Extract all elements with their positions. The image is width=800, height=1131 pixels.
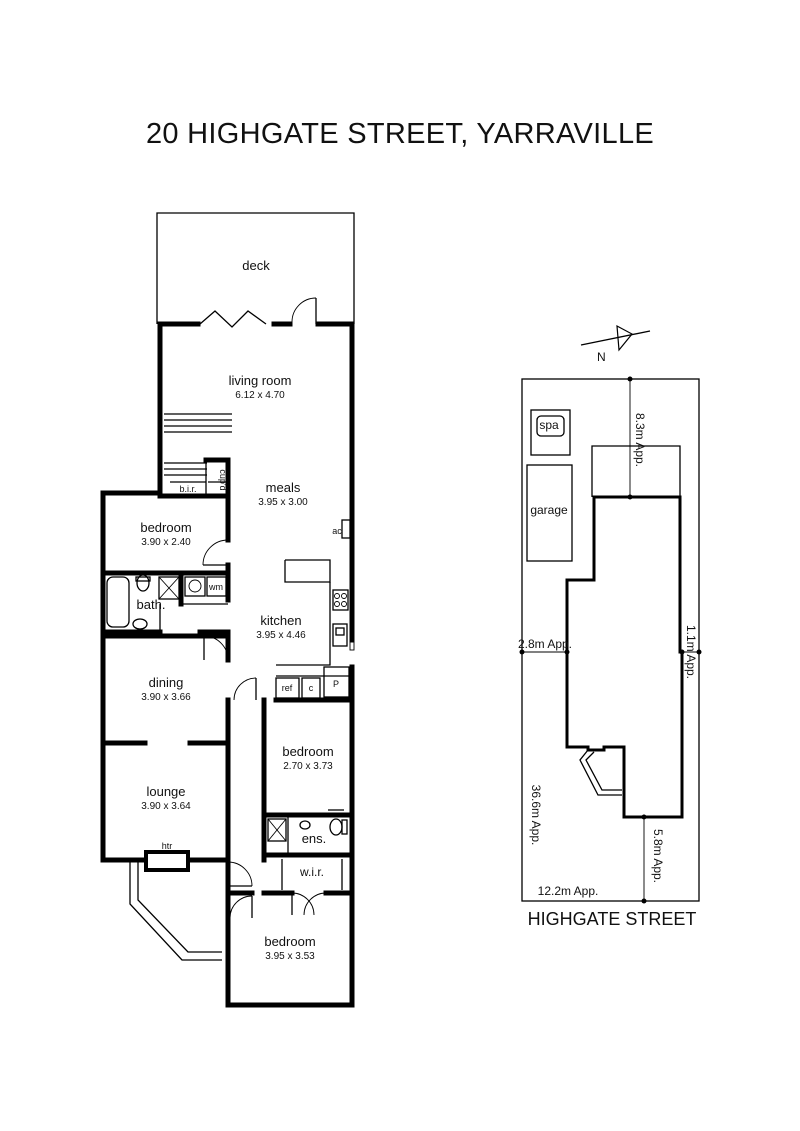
pantry-label: P — [333, 679, 339, 689]
right-setback-dim: 1.1m App. — [684, 625, 698, 679]
meals-label: meals — [266, 480, 301, 495]
deck-label: deck — [242, 258, 270, 273]
bath-label: bath. — [137, 597, 166, 612]
wm-label: wm — [208, 582, 223, 592]
site-dimension-lines — [519, 376, 702, 904]
bifold-door — [199, 310, 267, 328]
bedroom-1-label: bedroom — [140, 520, 191, 535]
page-title: 20 HIGHGATE STREET, YARRAVILLE — [145, 118, 655, 150]
rear-setback-dim: 8.3m App. — [633, 413, 647, 467]
wir-label: w.i.r. — [299, 865, 324, 879]
kitchen-dims: 3.95 x 4.46 — [256, 630, 306, 641]
spa-label: spa — [539, 418, 559, 432]
bedroom-bath-walls — [100, 493, 231, 635]
bedroom-1-dims: 3.90 x 2.40 — [141, 537, 191, 548]
built-in-robes — [157, 457, 231, 499]
heater-label: htr — [162, 841, 173, 851]
living-joinery — [164, 413, 232, 476]
deck-area — [156, 212, 355, 324]
kitchen-joinery — [233, 519, 355, 703]
garage-label: garage — [530, 503, 568, 517]
bedroom-3-label: bedroom — [264, 934, 315, 949]
ac-label: ac — [332, 526, 342, 536]
living-room-label: living room — [229, 373, 292, 388]
site-boundary — [521, 378, 700, 902]
lounge-dims: 3.90 x 3.64 — [141, 801, 191, 812]
fridge-label: ref — [282, 683, 293, 693]
bedroom-2-dims: 2.70 x 3.73 — [283, 761, 333, 772]
depth-dim: 36.6m App. — [529, 785, 543, 846]
north-label: N — [597, 350, 606, 364]
ensuite-label: ens. — [302, 831, 327, 846]
bedroom-3-dims: 3.95 x 3.53 — [265, 951, 315, 962]
kitchen-label: kitchen — [260, 613, 301, 628]
north-arrow — [580, 324, 651, 352]
bir-label: b.i.r. — [179, 484, 196, 494]
living-room-dims: 6.12 x 4.70 — [235, 390, 285, 401]
meals-dims: 3.95 x 3.00 — [258, 497, 308, 508]
street-label: HIGHGATE STREET — [528, 909, 697, 929]
width-dim: 12.2m App. — [538, 884, 599, 898]
windows — [100, 401, 355, 1008]
cupboard-label: cup'd — [218, 469, 228, 490]
front-porch — [129, 850, 222, 961]
lounge-label: lounge — [146, 784, 185, 799]
dining-lounge-walls — [100, 633, 231, 863]
deck-door — [291, 297, 317, 324]
bedroom-ensuite-walls — [225, 697, 355, 919]
cupboard-c-label: c — [309, 683, 314, 693]
left-setback-dim: 2.8m App. — [518, 637, 572, 651]
dining-label: dining — [149, 675, 184, 690]
bedroom-2-label: bedroom — [282, 744, 333, 759]
dining-dims: 3.90 x 3.66 — [141, 692, 191, 703]
front-setback-dim: 5.8m App. — [651, 829, 665, 883]
